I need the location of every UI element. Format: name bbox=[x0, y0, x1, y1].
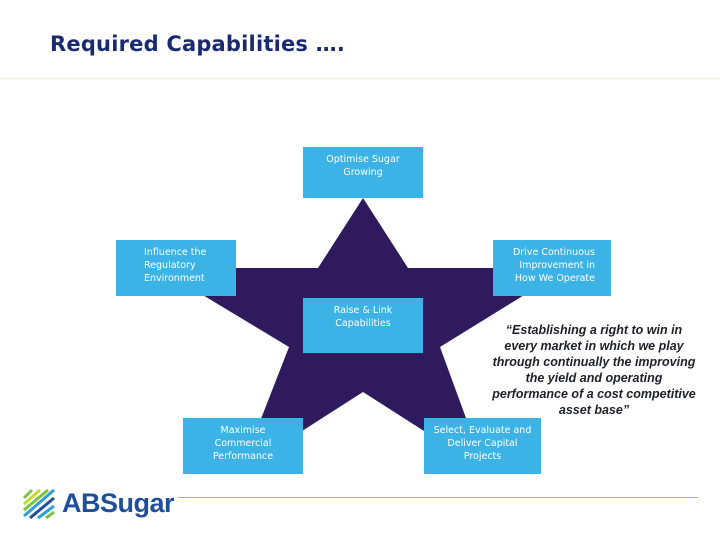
node-label-line: Commercial bbox=[214, 438, 272, 449]
node-influence-regulatory-environment: Influence the Regulatory Environment bbox=[116, 240, 236, 296]
node-label-line: Select, Evaluate and bbox=[433, 425, 532, 436]
node-label-line: Influence the bbox=[144, 247, 207, 258]
quote-line: every market in which we play bbox=[504, 339, 684, 353]
node-label-line: How We Operate bbox=[514, 273, 595, 284]
node-label-line: Capabilities bbox=[335, 318, 391, 329]
page-title: Required Capabilities …. bbox=[50, 32, 346, 56]
node-label-line: Growing bbox=[343, 167, 383, 178]
absugar-logo: ABSugar bbox=[22, 486, 175, 520]
strategy-quote: “Establishing a right to win in every ma… bbox=[478, 322, 710, 418]
node-optimise-sugar-growing: Optimise Sugar Growing bbox=[303, 147, 423, 198]
quote-line: “Establishing a right to win in bbox=[505, 323, 683, 337]
node-label-line: Maximise bbox=[220, 425, 266, 436]
node-select-evaluate-deliver-projects: Select, Evaluate and Deliver Capital Pro… bbox=[424, 418, 541, 474]
quote-line: through continually the improving bbox=[492, 355, 696, 369]
node-drive-continuous-improvement: Drive Continuous Improvement in How We O… bbox=[493, 240, 611, 296]
quote-line: performance of a cost competitive bbox=[492, 387, 696, 401]
logo-text: ABSugar bbox=[62, 487, 175, 518]
node-label-line: Optimise Sugar bbox=[326, 154, 400, 165]
node-label-line: Performance bbox=[212, 451, 274, 462]
node-raise-link-capabilities: Raise & Link Capabilities bbox=[303, 298, 423, 353]
node-label-line: Drive Continuous bbox=[512, 247, 595, 258]
node-label-line: Improvement in bbox=[519, 260, 595, 271]
footer-divider bbox=[178, 497, 698, 498]
node-label-line: Environment bbox=[144, 273, 205, 284]
title-divider bbox=[0, 78, 720, 79]
sugar-field-icon bbox=[22, 486, 56, 520]
node-maximise-commercial-performance: Maximise Commercial Performance bbox=[183, 418, 303, 474]
node-label-line: Raise & Link bbox=[333, 305, 393, 316]
quote-line: asset base” bbox=[558, 403, 630, 417]
node-label-line: Regulatory bbox=[144, 260, 196, 271]
node-label-line: Deliver Capital bbox=[447, 438, 518, 449]
quote-line: the yield and operating bbox=[525, 371, 663, 385]
node-label-line: Projects bbox=[463, 451, 502, 462]
